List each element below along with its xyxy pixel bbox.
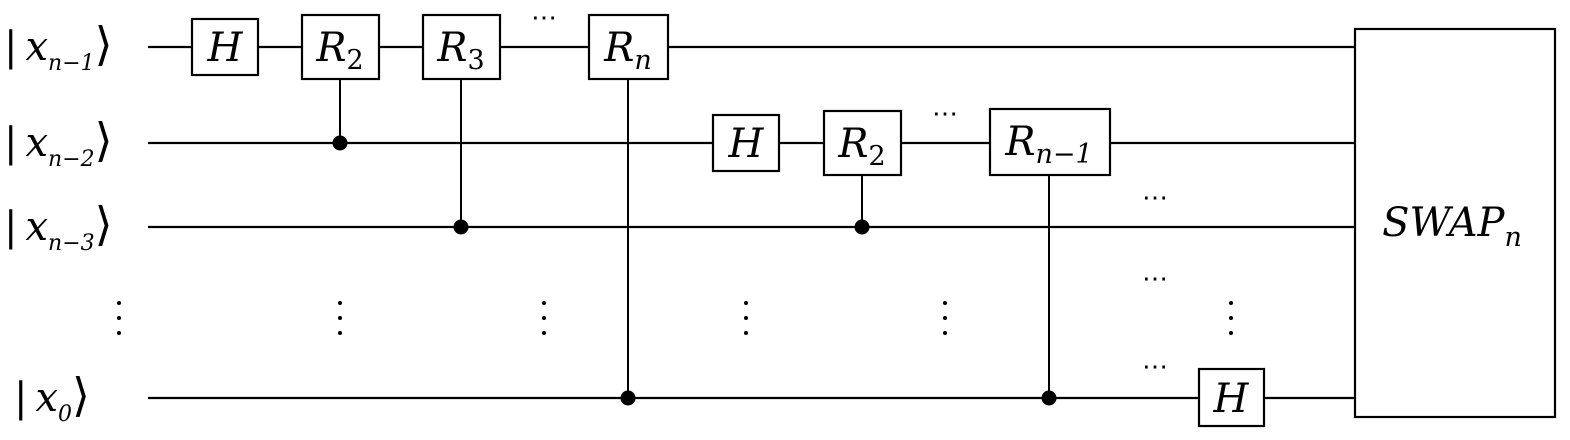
- vdots: [744, 301, 748, 335]
- control-dot: [1041, 390, 1057, 406]
- swap-box: [1353, 27, 1557, 419]
- control-dot: [854, 219, 870, 235]
- vdots: [1229, 301, 1233, 335]
- gate-label: H: [207, 25, 244, 71]
- vdots: [943, 301, 947, 335]
- gate-box: [988, 107, 1112, 177]
- qubit-labels: |xn−1⟩ |xn−2⟩ |xn−3⟩ |x0⟩: [4, 17, 113, 427]
- control-dot: [620, 390, 636, 406]
- horizontal-ellipses: ⋯ ⋯ ⋯ ⋯ ⋯: [531, 3, 1168, 382]
- vdots: [542, 301, 546, 335]
- gate-box: [822, 109, 903, 177]
- gate-label: Rn−1: [1004, 119, 1092, 170]
- swap-gate: SWAPn: [1353, 27, 1557, 419]
- gate-label: R2: [837, 121, 885, 172]
- vertical-ellipses: [117, 301, 1233, 335]
- ket-q0: |xn−1⟩: [4, 17, 113, 76]
- gate-rn1-q1: Rn−1: [988, 107, 1112, 177]
- gate-box: [1197, 367, 1266, 428]
- hdots: ⋯: [932, 99, 958, 129]
- gate-rn-q0: Rn: [587, 13, 670, 81]
- ket-q3: |x0⟩: [14, 368, 90, 427]
- gate-box: [190, 17, 260, 77]
- gate-label: R3: [436, 25, 484, 76]
- gate-h-q0: H: [190, 17, 260, 77]
- control-dot: [453, 219, 469, 235]
- hdots: ⋯: [531, 3, 557, 33]
- vdots: [338, 301, 342, 335]
- hdots: ⋯: [1142, 352, 1168, 382]
- gate-h-q3: H: [1197, 367, 1266, 428]
- qubit-wires: [148, 45, 1355, 400]
- ket-q1: |xn−2⟩: [4, 113, 113, 172]
- vdots: [117, 301, 121, 335]
- control-dot: [332, 135, 348, 151]
- hdots: ⋯: [1142, 183, 1168, 213]
- control-lines: [339, 79, 1050, 398]
- gate-r3-q0: R3: [421, 13, 502, 81]
- gate-box: [300, 13, 381, 81]
- gate-r2-q0: R2: [300, 13, 381, 81]
- gate-box: [421, 13, 502, 81]
- gate-h-q1: H: [711, 113, 781, 173]
- hdots: ⋯: [1142, 264, 1168, 294]
- gate-label: Rn: [603, 25, 652, 76]
- gate-r2-q1: R2: [822, 109, 903, 177]
- ket-q2: |xn−3⟩: [4, 197, 113, 256]
- gate-box: [711, 113, 781, 173]
- gate-label: R2: [315, 25, 363, 76]
- swap-label: SWAPn: [1382, 200, 1522, 253]
- gate-box: [587, 13, 670, 81]
- control-dots: [332, 135, 1057, 406]
- gate-label: H: [728, 121, 765, 167]
- gate-label: H: [1213, 376, 1250, 422]
